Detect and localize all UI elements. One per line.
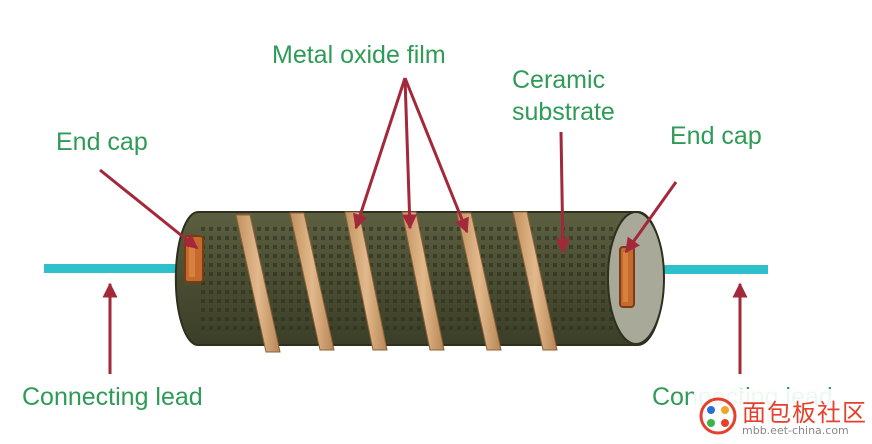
metal-oxide-film-stripes [235, 211, 558, 353]
arrow-metal-oxide-3 [403, 77, 469, 234]
watermark: 面包板社区 mbb.eet-china.com [694, 389, 872, 444]
connecting-lead-right-wire [628, 265, 768, 274]
arrow-end-cap-right [624, 181, 678, 254]
label-end-cap-left: End cap [56, 128, 148, 156]
label-end-cap-right: End cap [670, 122, 762, 150]
label-connecting-lead-left: Connecting lead [22, 383, 203, 411]
end-face-right [607, 211, 665, 345]
arrow-metal-oxide-1 [353, 77, 407, 230]
watermark-logo-icon [699, 397, 737, 435]
connecting-lead-left-wire [44, 264, 194, 273]
arrow-end-cap-left [99, 168, 199, 250]
arrow-metal-oxide-2 [402, 77, 418, 230]
label-ceramic: Ceramic [512, 66, 606, 94]
watermark-text: 面包板社区 [742, 399, 867, 427]
label-substrate: substrate [512, 98, 615, 126]
arrow-ceramic [555, 131, 571, 254]
label-metal-oxide-film: Metal oxide film [272, 41, 446, 69]
watermark-url: mbb.eet-china.com [742, 424, 849, 437]
